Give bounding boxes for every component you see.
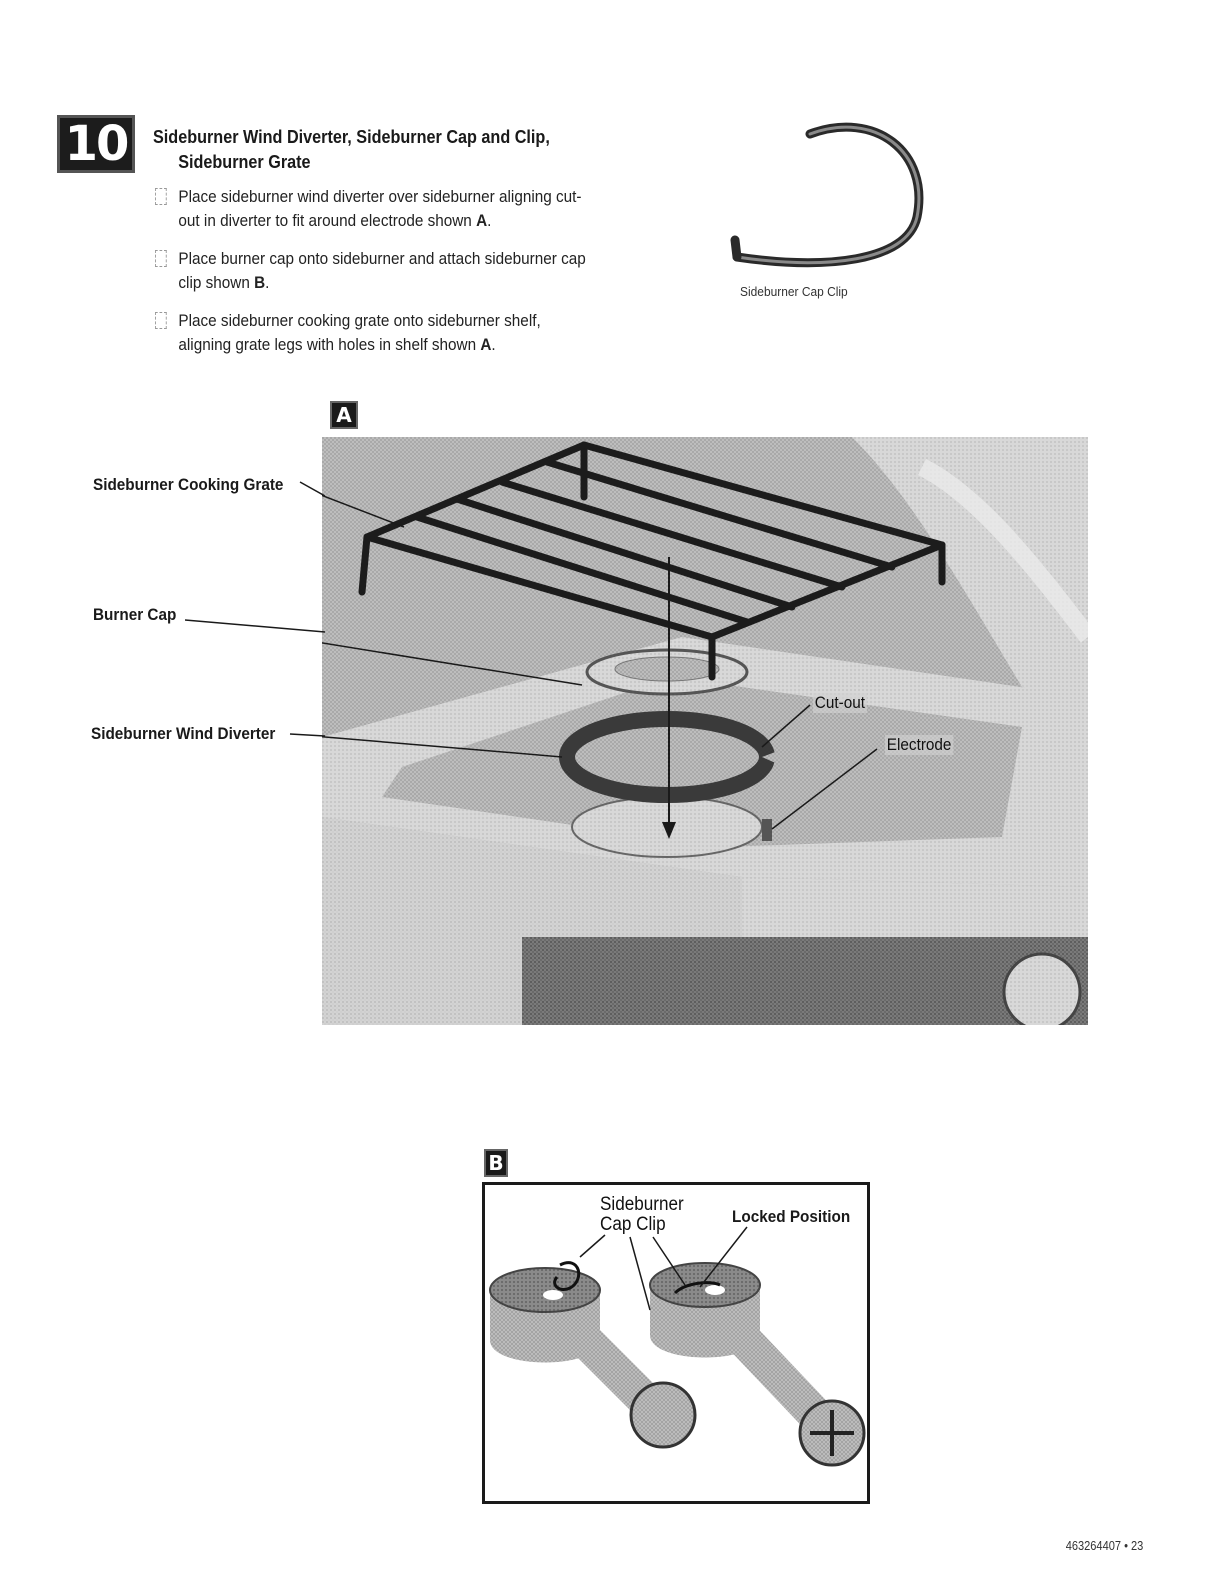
instruction-item: Place burner cap onto sideburner and att… (155, 247, 587, 295)
label-cooking-grate: Sideburner Cooking Grate (93, 475, 284, 494)
label-cap-clip-line1: Sideburner (600, 1194, 684, 1215)
checkbox-icon[interactable] (155, 312, 167, 329)
label-cap-clip: Sideburner Cap Clip (600, 1195, 684, 1235)
instruction-text: Place sideburner wind diverter over side… (178, 187, 582, 230)
figure-ref: B (254, 273, 266, 292)
step-title-line2: Sideburner Grate (178, 152, 311, 172)
figure-ref: A (480, 335, 492, 354)
instruction-text: Place burner cap onto sideburner and att… (178, 249, 586, 292)
label-locked-position: Locked Position (732, 1207, 851, 1226)
label-cut-out: Cut-out (813, 693, 867, 713)
figure-b-frame: Sideburner Cap Clip Locked Position (482, 1182, 870, 1504)
label-cap-clip-line2: Cap Clip (600, 1214, 666, 1235)
step-title: Sideburner Wind Diverter, Sideburner Cap… (153, 125, 621, 175)
figure-a-letter: A (330, 401, 358, 429)
instruction-text: Place sideburner cooking grate onto side… (178, 311, 541, 354)
label-burner-cap: Burner Cap (93, 605, 177, 624)
figure-b-letter: B (484, 1149, 508, 1177)
instruction-item: Place sideburner wind diverter over side… (155, 185, 587, 233)
instruction-list: Place sideburner wind diverter over side… (155, 185, 635, 371)
checkbox-icon[interactable] (155, 188, 167, 205)
instruction-tail: . (265, 273, 270, 292)
page-footer: 463264407 • 23 (1065, 1538, 1143, 1553)
cap-clip-caption: Sideburner Cap Clip (740, 284, 848, 299)
figure-ref: A (476, 211, 488, 230)
instruction-tail: . (491, 335, 496, 354)
step-title-line1: Sideburner Wind Diverter, Sideburner Cap… (153, 127, 550, 147)
step-number-badge: 10 (57, 115, 135, 173)
checkbox-icon[interactable] (155, 250, 167, 267)
instruction-tail: . (487, 211, 492, 230)
label-electrode: Electrode (885, 735, 954, 755)
cap-clip-illustration (730, 122, 924, 268)
instruction-item: Place sideburner cooking grate onto side… (155, 309, 587, 357)
label-wind-diverter: Sideburner Wind Diverter (91, 724, 276, 743)
figure-a-illustration (322, 437, 1088, 1025)
figure-b-illustration (489, 1226, 866, 1467)
figure-a-leader-lines (185, 481, 325, 737)
